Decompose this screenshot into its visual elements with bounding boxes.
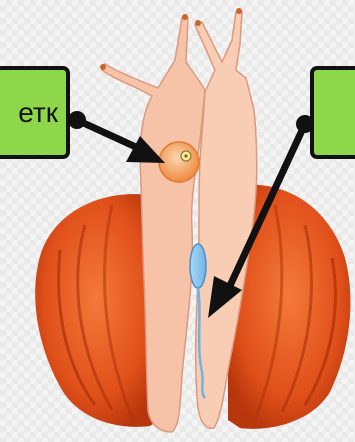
label-left-text: етк — [18, 97, 58, 129]
egg-cell — [159, 142, 199, 182]
label-box-left: етк — [0, 66, 70, 159]
left-shell — [35, 194, 158, 427]
label-box-right — [310, 66, 355, 159]
